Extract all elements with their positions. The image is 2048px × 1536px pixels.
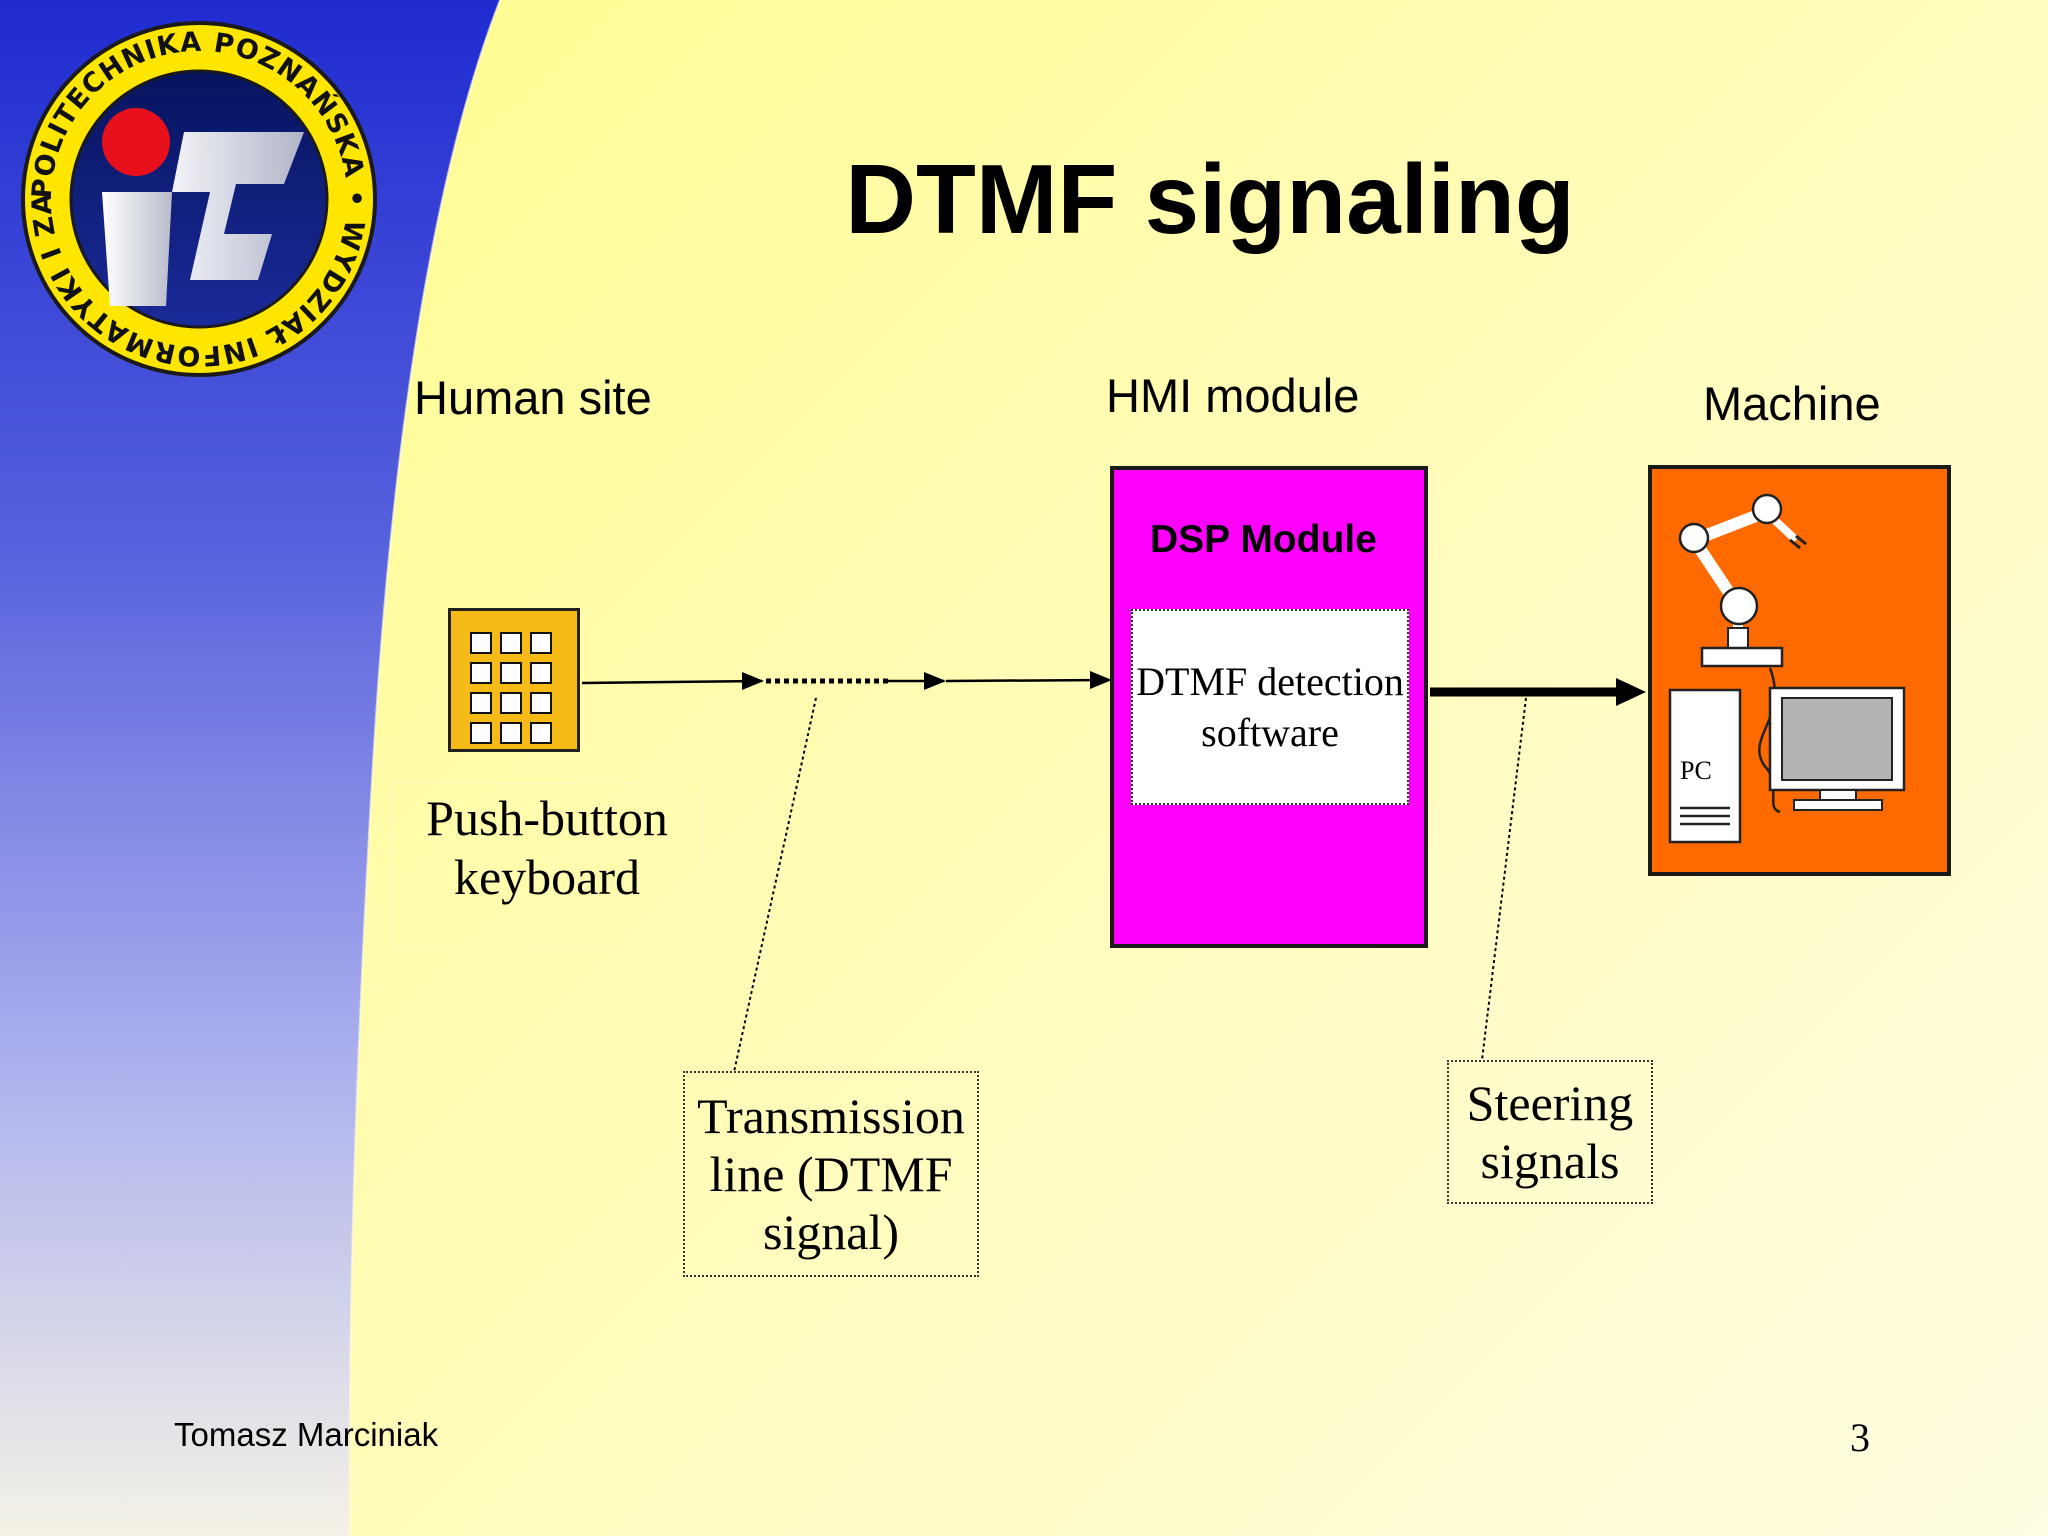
monitor-icon	[1768, 686, 1906, 811]
steering-callout-leader	[1481, 697, 1527, 1061]
transmission-line-callout: Transmission line (DTMF signal)	[683, 1071, 979, 1277]
section-label-machine: Machine	[1703, 377, 1881, 430]
transmission-callout-leader	[733, 697, 817, 1073]
robot-arm-icon	[1678, 493, 1807, 668]
slide-title: DTMF signaling	[845, 144, 1575, 254]
keyboard-label: Push-button keyboard	[390, 782, 704, 946]
keypad-icon	[448, 608, 580, 752]
section-label-human: Human site	[414, 371, 652, 424]
arrow-keyboard-out	[581, 679, 763, 685]
dsp-module-label: DSP Module	[1150, 518, 1377, 561]
footer-author: Tomasz Marciniak	[174, 1416, 439, 1453]
section-label-hmi: HMI module	[1106, 369, 1360, 422]
dtmf-software-box: DTMF detection software	[1131, 609, 1409, 805]
university-logo: POLITECHNIKA POZNAŃSKA • WYDZIAŁ INFORMA…	[14, 14, 377, 377]
page-number: 3	[1850, 1415, 1870, 1460]
pc-tower-icon	[1668, 688, 1742, 844]
pc-label: PC	[1680, 756, 1712, 785]
arrow-into-dsp	[945, 678, 1109, 683]
blue-swoosh	[0, 0, 500, 1536]
steering-signals-callout: Steering signals	[1447, 1060, 1653, 1204]
